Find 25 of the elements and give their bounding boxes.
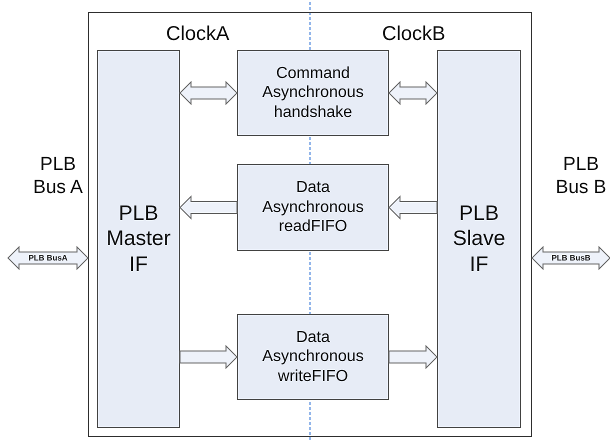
text-label: ClockB (382, 22, 446, 46)
block-arrow (388, 344, 438, 370)
text-label: PLB Bus B (554, 154, 608, 200)
edge-label: PLB BusB (551, 254, 591, 262)
text-label: ClockA (166, 22, 230, 46)
block-box (237, 164, 389, 251)
block-arrow (388, 195, 438, 220)
block-arrow (180, 344, 238, 370)
block-arrow (179, 80, 238, 106)
block-box (437, 50, 521, 428)
block-label: Data Asynchronous writeFIFO (261, 328, 365, 386)
block-arrow (388, 80, 438, 106)
edge-label: PLB BusA (28, 254, 68, 262)
block-arrow (531, 246, 610, 270)
system-boundary-box (88, 12, 532, 437)
block-box (237, 50, 389, 136)
block-arrow (7, 246, 89, 270)
block-label: Command Asynchronous handshake (261, 64, 365, 122)
block-box (97, 50, 180, 428)
block-label: PLB Master IF (105, 200, 172, 278)
block-label: PLB Slave IF (452, 200, 506, 278)
block-label: Data Asynchronous readFIFO (261, 178, 365, 237)
text-label: PLB Bus A (32, 154, 84, 200)
block-arrow (179, 195, 238, 220)
block-box (237, 314, 389, 400)
